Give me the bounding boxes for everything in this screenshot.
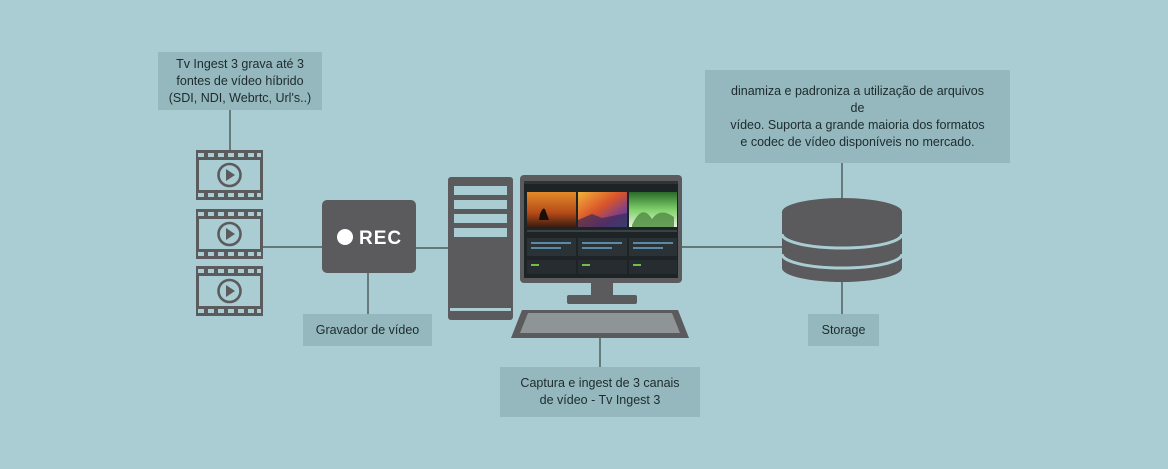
record-icon	[337, 229, 353, 245]
pc-tower-icon	[448, 177, 513, 320]
film-play-icon	[196, 209, 263, 259]
storage-callout: Storage	[808, 314, 879, 346]
rec-label: REC	[359, 228, 402, 249]
video-sources	[196, 150, 263, 316]
video-sources-text: Tv Ingest 3 grava até 3 fontes de vídeo …	[168, 56, 312, 105]
video-sources-callout: Tv Ingest 3 grava até 3 fontes de vídeo …	[158, 52, 322, 110]
film-play-icon	[196, 266, 263, 316]
video-recorder-callout: Gravador de vídeo	[303, 314, 432, 346]
capture-ingest-callout: Captura e ingest de 3 canais de vídeo - …	[500, 367, 700, 417]
monitor-screen	[524, 181, 678, 278]
monitor-icon	[520, 175, 682, 304]
storage-label: Storage	[821, 322, 866, 337]
rec-device-icon: REC	[322, 200, 416, 273]
video-recorder-label: Gravador de vídeo	[315, 322, 420, 337]
capture-ingest-text: Captura e ingest de 3 canais de vídeo - …	[520, 376, 680, 407]
film-play-icon	[196, 150, 263, 200]
database-icon	[780, 198, 904, 282]
keyboard-icon	[511, 310, 689, 338]
storage-description-text: dinamiza e padroniza a utilização de arq…	[730, 83, 985, 149]
storage-description-callout: dinamiza e padroniza a utilização de arq…	[705, 70, 1010, 163]
connector-lines	[229, 110, 843, 367]
